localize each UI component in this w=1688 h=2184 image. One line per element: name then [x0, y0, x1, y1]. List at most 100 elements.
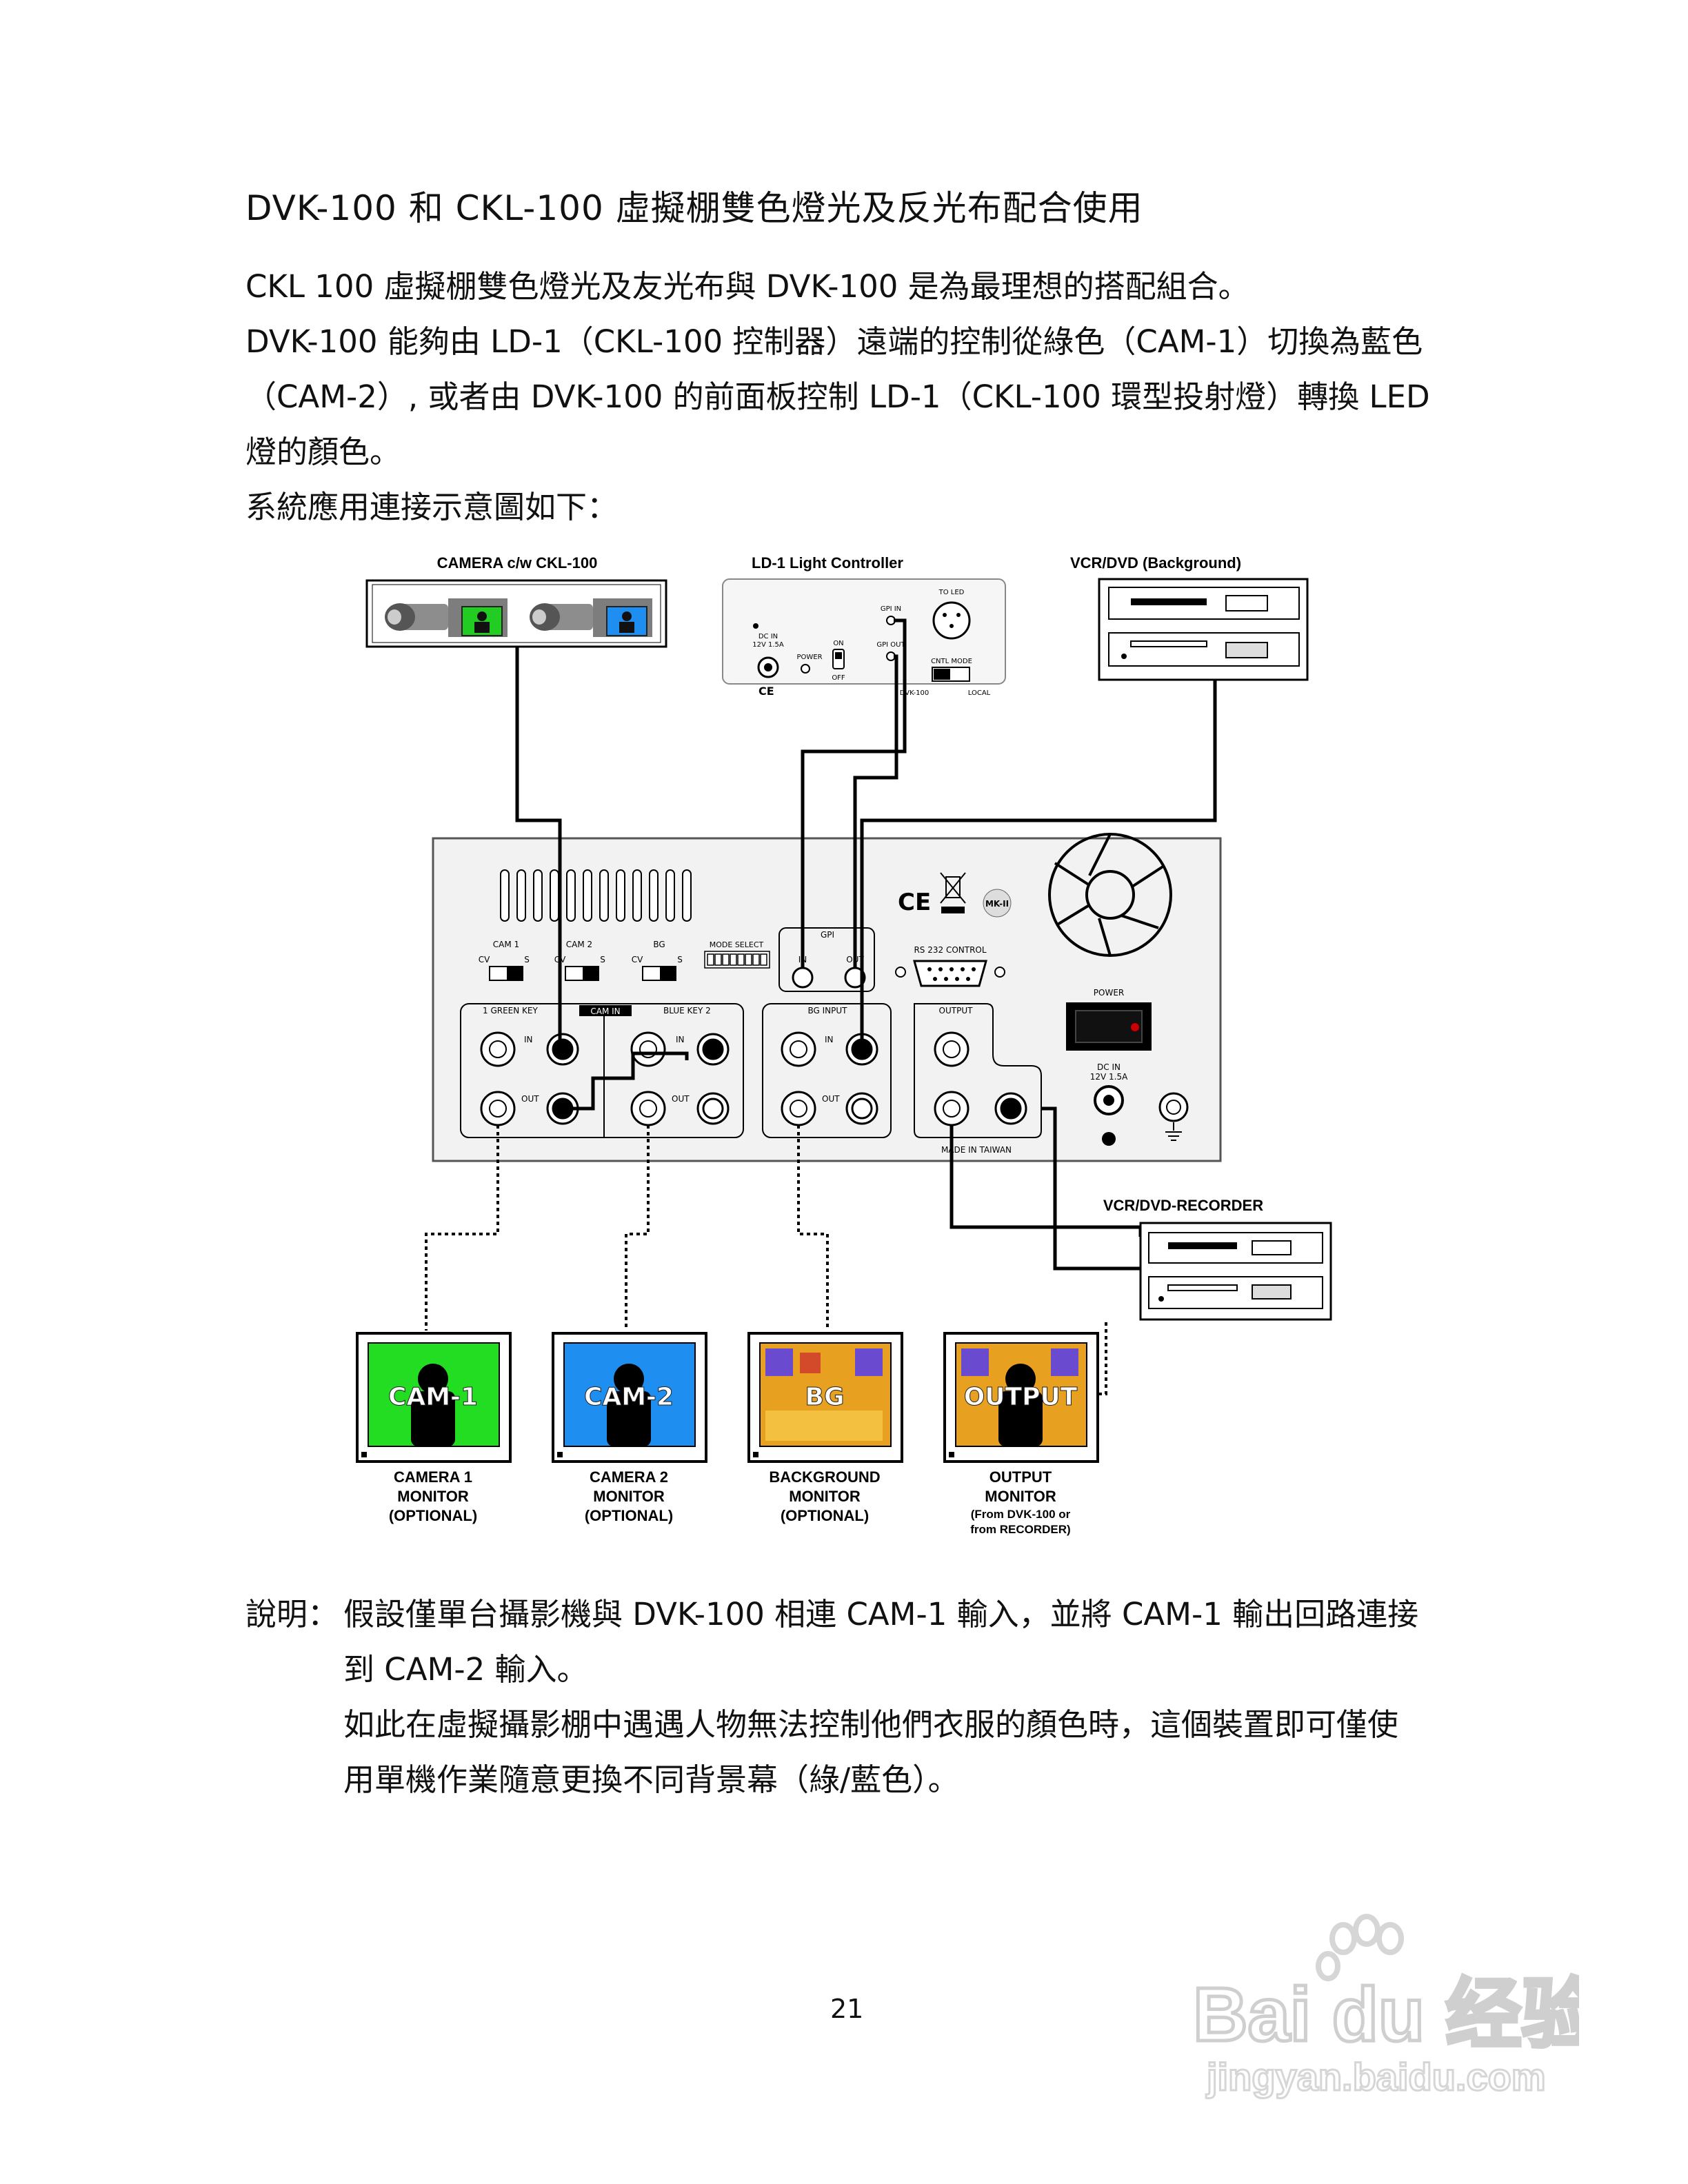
mk2-badge [983, 889, 1012, 918]
ld1-title: LD-1 Light Controller [752, 554, 903, 572]
camera-1-icon [385, 598, 508, 637]
caption-cam1-line: CAMERA 1 [394, 1468, 472, 1486]
page-heading: DVK-100 和 CKL-100 虛擬棚雙色燈光及反光布配合使用 [245, 188, 1143, 228]
caption-output-line: from RECORDER) [970, 1523, 1070, 1536]
camera-box-title: CAMERA c/w CKL-100 [437, 554, 598, 572]
dvk100-rear-panel: CAM 1 CAM 2 BG CV S CV S CV S MODE SELEC… [432, 833, 1222, 1162]
panel-gpi-label: GPI [821, 930, 834, 940]
camera-2-icon [530, 598, 652, 637]
in-label: IN [676, 1035, 685, 1044]
page-number: 21 [830, 1994, 864, 2024]
note-line: 到 CAM-2 輸入。 [343, 1651, 588, 1688]
panel-rs232-label: RS 232 CONTROL [914, 945, 986, 955]
vcr-bg-device [1098, 578, 1309, 681]
panel-s-label: S [677, 955, 683, 964]
in-label: IN [825, 1035, 834, 1044]
in-label: IN [524, 1035, 533, 1044]
intro-line: CKL 100 虛擬棚雙色燈光及友光布與 DVK-100 是為最理想的搭配組合。 [245, 268, 1249, 305]
ld1-to-led-label: TO LED [938, 589, 965, 596]
panel-bg-input-label: BG INPUT [808, 1006, 848, 1015]
monitor-cam2: CAM-2 [552, 1332, 707, 1463]
ld1-on-label: ON [833, 640, 843, 647]
vcr-rec-title: VCR/DVD-RECORDER [1103, 1197, 1263, 1214]
monitor-captions: CAMERA 1 MONITOR (OPTIONAL) CAMERA 2 MON… [389, 1468, 1071, 1536]
intro-line: 系統應用連接示意圖如下： [245, 489, 619, 525]
weee-icon [940, 872, 966, 913]
caption-bg-line: BACKGROUND [769, 1468, 880, 1486]
intro-line: DVK-100 能夠由 LD-1（CKL-100 控制器）遠端的控制從綠色（CA… [245, 323, 1423, 360]
panel-mode-select-label: MODE SELECT [710, 940, 764, 949]
connection-diagram: CAMERA c/w CKL-100 LD-1 Light Controller [356, 554, 1332, 1536]
ld1-controller: DC IN 12V 1.5A POWER ON OFF CE GPI IN GP… [722, 578, 1006, 698]
panel-green-key-label: 1 GREEN KEY [483, 1006, 538, 1015]
monitor-cam1-text: CAM-1 [388, 1383, 478, 1411]
note-line: 假設僅單台攝影機與 DVK-100 相連 CAM-1 輸入，並將 CAM-1 輸… [343, 1596, 1419, 1632]
ld1-cntl-mode-label: CNTL MODE [931, 658, 972, 665]
caption-output-line: MONITOR [985, 1488, 1056, 1505]
panel-cam-in-label: CAM IN [590, 1007, 620, 1016]
panel-vents [500, 869, 692, 922]
monitor-bg-text: BG [805, 1383, 845, 1411]
intro-line: 燈的顏色。 [245, 434, 401, 470]
caption-output-line: OUTPUT [989, 1468, 1052, 1486]
caption-cam2-line: (OPTIONAL) [585, 1507, 673, 1524]
panel-cam1-label: CAM 1 [493, 940, 519, 949]
watermark-brand: Bai du 经验 [1193, 1972, 1579, 2057]
panel-blue-key-label: BLUE KEY 2 [663, 1006, 711, 1015]
cam-in-badge [579, 1005, 632, 1016]
panel-dc-in-label: DC IN [1097, 1062, 1121, 1072]
out-label: OUT [672, 1094, 690, 1104]
panel-cam2-label: CAM 2 [566, 940, 592, 949]
ld1-ce-mark: CE [758, 685, 774, 698]
monitor-output-text: OUTPUT [964, 1383, 1078, 1411]
panel-ce-mark: CE [898, 889, 931, 916]
vcr-rec-device [1139, 1222, 1332, 1321]
ld1-gpi-out-label: GPI OUT [876, 641, 905, 649]
caption-output-line: (From DVK-100 or [971, 1508, 1071, 1521]
ld1-gpi-in-label: GPI IN [881, 605, 901, 613]
vcr-bg-title: VCR/DVD (Background) [1070, 554, 1241, 572]
rs232-connector [895, 960, 1005, 987]
ld1-power-led [801, 664, 810, 674]
panel-power-label: POWER [1094, 988, 1124, 998]
monitor-output: OUTPUT [943, 1332, 1099, 1463]
panel-bg-label: BG [653, 940, 665, 949]
output-group [914, 1003, 1042, 1138]
note-line: 用單機作業隨意更換不同背景幕（綠/藍色）。 [343, 1761, 959, 1798]
note-label: 說明： [245, 1596, 339, 1632]
ground-icon [1165, 1122, 1182, 1141]
monitor-bg: BG [747, 1332, 903, 1463]
watermark-url: jingyan.baidu.com [1206, 2055, 1546, 2099]
panel-made-in-label: MADE IN TAIWAN [941, 1145, 1012, 1155]
panel-dc-rating: 12V 1.5A [1090, 1072, 1128, 1082]
panel-s-label: S [524, 955, 530, 964]
ld1-dc-rating: 12V 1.5A [752, 641, 784, 649]
caption-cam1-line: (OPTIONAL) [389, 1507, 477, 1524]
baidu-watermark: Bai du 经验 jingyan.baidu.com [1192, 1914, 1579, 2100]
note-line: 如此在虛擬攝影棚中遇遇人物無法控制他們衣服的顏色時，這個裝置即可僅使 [343, 1706, 1399, 1743]
cv-s-switches [489, 966, 676, 981]
out-label: OUT [521, 1094, 539, 1104]
camera-box [365, 579, 667, 648]
panel-cv-label: CV [632, 955, 643, 964]
cam-in-group [460, 1003, 744, 1138]
caption-bg-line: MONITOR [789, 1488, 861, 1505]
ld1-dc-in-label: DC IN [758, 633, 778, 640]
caption-cam1-line: MONITOR [397, 1488, 469, 1505]
intro-line: （CAM-2）, 或者由 DVK-100 的前面板控制 LD-1（CKL-100… [245, 378, 1430, 415]
caption-cam2-line: CAMERA 2 [590, 1468, 668, 1486]
ld1-led-connector [932, 601, 971, 640]
ld1-off-label: OFF [832, 674, 845, 682]
bg-input-group [762, 1003, 892, 1138]
intro-paragraph: CKL 100 虛擬棚雙色燈光及友光布與 DVK-100 是為最理想的搭配組合。… [245, 259, 1459, 535]
out-label: OUT [822, 1094, 840, 1104]
panel-mk2-label: MK-II [985, 899, 1009, 909]
panel-gpi-group [778, 927, 875, 992]
panel-cv-label: CV [479, 955, 490, 964]
ld1-dvk100-label: DVK-100 [900, 689, 930, 697]
panel-s-label: S [600, 955, 605, 964]
caption-cam2-line: MONITOR [593, 1488, 665, 1505]
fan-icon [1048, 833, 1172, 957]
mode-select-dip [704, 951, 770, 969]
ld1-power-label: POWER [796, 654, 822, 661]
